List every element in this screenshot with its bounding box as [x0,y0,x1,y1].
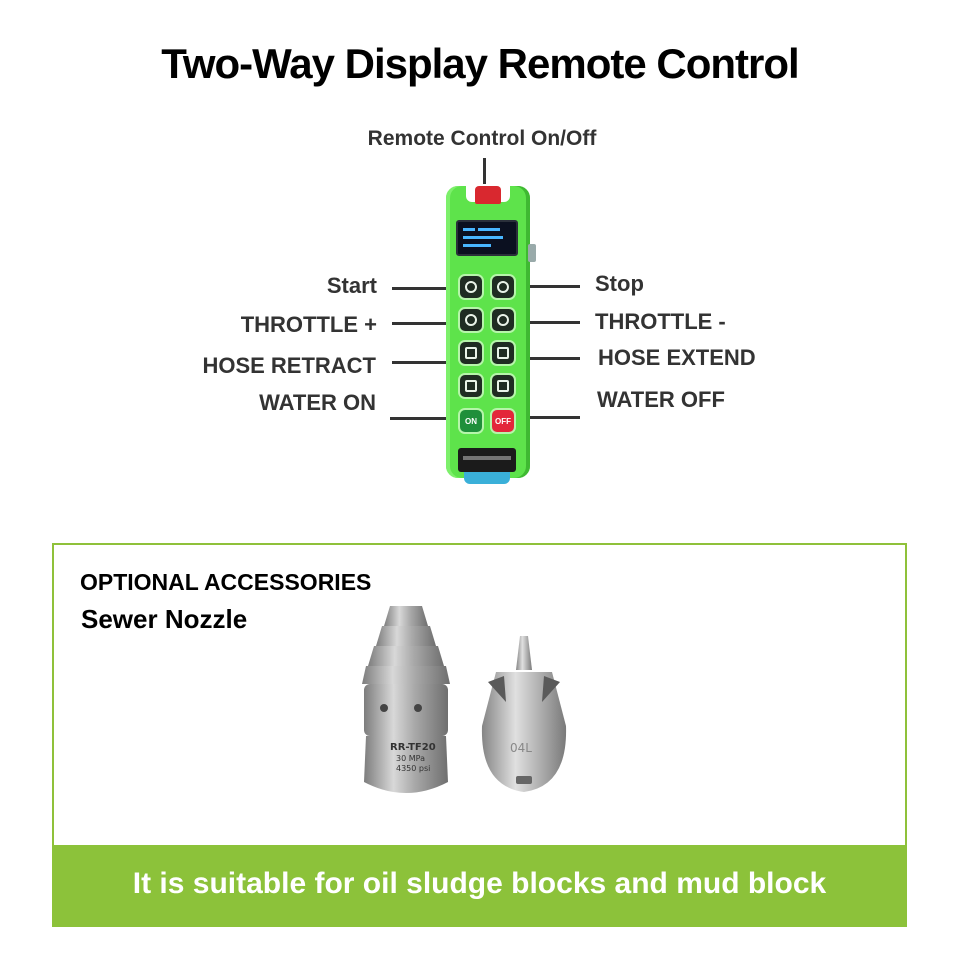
on-button: ON [458,408,484,434]
water-off-icon-button [490,373,516,399]
remote-display-screen [456,220,518,256]
label-water-off: WATER OFF [597,387,725,412]
label-throttle-plus: THROTTLE + [240,312,377,337]
remote-name-plate [458,448,516,472]
remote-control-device: ON OFF [446,184,536,484]
water-on-icon [465,380,477,392]
hose-extend-button [490,340,516,366]
onoff-leader-line [483,158,486,190]
water-on-icon-button [458,373,484,399]
leader-throttle-minus [528,321,580,324]
throttle-minus-icon [497,314,509,326]
leader-start [392,287,454,290]
sewer-nozzle-stepped-image: RR-TF20 30 MPa 4350 psi [362,606,450,793]
nozzle1-model-text: RR-TF20 [390,742,436,753]
throttle-minus-button [490,307,516,333]
accessories-subtitle: Sewer Nozzle [81,604,248,634]
label-hose-retract: HOSE RETRACT [202,353,376,378]
leader-stop [528,285,580,288]
leader-throttle-plus [392,322,454,325]
nozzle1-pressure-psi: 4350 psi [396,764,430,773]
hose-extend-icon [497,347,509,359]
throttle-plus-button [458,307,484,333]
remote-bottom-cap [464,472,510,484]
stop-icon [497,281,509,293]
remote-side-switch [528,244,536,262]
page-title: Two-Way Display Remote Control [161,40,799,87]
label-water-on: WATER ON [259,390,376,415]
label-throttle-minus: THROTTLE - [595,309,726,334]
accessories-title: OPTIONAL ACCESSORIES [80,569,372,595]
off-button: OFF [490,408,516,434]
suitability-banner: It is suitable for oil sludge blocks and… [52,845,907,927]
nozzle1-pressure-mpa: 30 MPa [396,754,425,763]
sewer-nozzle-pointed-image: 04L [481,636,567,792]
label-hose-extend: HOSE EXTEND [598,345,756,370]
leader-water-off [528,416,580,419]
leader-water-on [390,417,454,420]
start-icon [465,281,477,293]
emergency-stop-knob [475,186,501,204]
banner-text: It is suitable for oil sludge blocks and… [132,867,827,900]
label-start: Start [326,273,377,298]
water-off-icon [497,380,509,392]
label-stop: Stop [595,271,644,296]
stop-button [490,274,516,300]
start-button [458,274,484,300]
hose-retract-icon [465,347,477,359]
remote-onoff-label: Remote Control On/Off [367,127,597,150]
leader-hose-extend [528,357,580,360]
leader-hose-retract [392,361,454,364]
nozzle2-model-text: 04L [510,741,532,755]
throttle-plus-icon [465,314,477,326]
hose-retract-button [458,340,484,366]
